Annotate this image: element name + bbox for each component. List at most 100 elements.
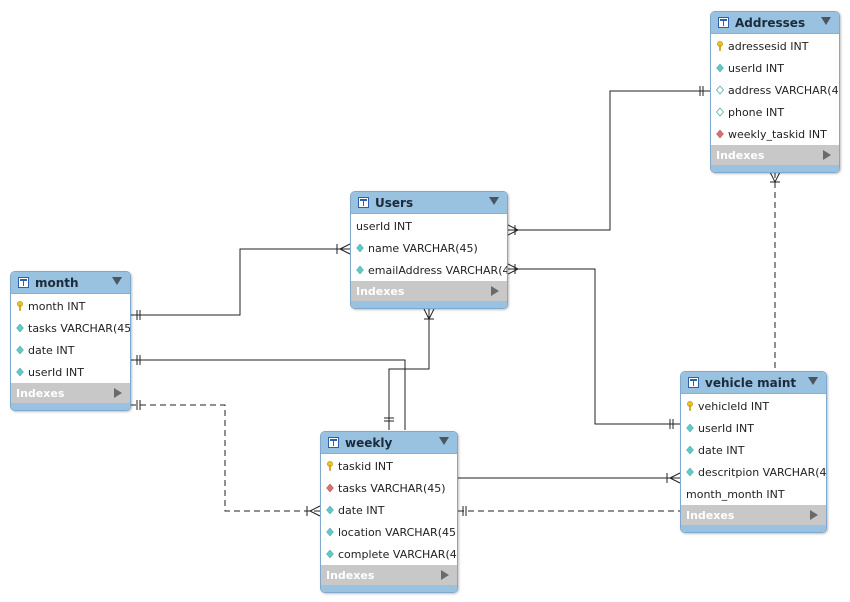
column-label: phone INT — [728, 105, 785, 119]
column-label: weekly_taskid INT — [728, 127, 827, 141]
column-row[interactable]: userId INT — [711, 57, 839, 79]
column-diamond-icon — [716, 63, 724, 73]
column-row[interactable]: userId INT — [681, 417, 826, 439]
column-row[interactable]: weekly_taskid INT — [711, 123, 839, 145]
column-row[interactable]: complete VARCHAR(45) — [321, 543, 457, 565]
column-row[interactable]: userId INT — [351, 215, 507, 237]
column-diamond-icon — [686, 423, 694, 433]
table-name: Users — [375, 195, 414, 210]
relationship-users-addresses[interactable] — [507, 86, 710, 236]
table-name: Addresses — [735, 15, 806, 30]
collapse-arrow-icon[interactable] — [439, 437, 449, 445]
foreign-key-icon — [326, 483, 334, 493]
table-users[interactable]: Users userId INT name VARCHAR(45) emailAddr… — [350, 191, 508, 309]
relationship-weekly-vehicle[interactable] — [458, 472, 681, 484]
table-name: vehicle maint — [705, 375, 797, 390]
column-label: userId INT — [28, 365, 84, 379]
column-diamond-icon — [326, 549, 334, 559]
column-label: userId INT — [728, 61, 784, 75]
table-header[interactable]: vehicle maint — [681, 372, 826, 394]
expand-arrow-icon[interactable] — [491, 286, 499, 296]
primary-key-icon — [686, 401, 694, 411]
table-header[interactable]: month — [11, 272, 130, 294]
column-label: userId INT — [698, 421, 754, 435]
column-label: month INT — [28, 299, 86, 313]
relationship-weekly-vehicle-dashed[interactable] — [458, 506, 680, 516]
indexes-section[interactable]: Indexes — [351, 281, 507, 301]
column-list: userId INT name VARCHAR(45) emailAddress V… — [351, 214, 507, 281]
column-label: date INT — [28, 343, 75, 357]
column-diamond-icon — [16, 345, 24, 355]
expand-arrow-icon[interactable] — [114, 388, 122, 398]
relationship-month-users[interactable] — [130, 243, 351, 320]
column-label: emailAddress VARCHAR(45) — [368, 263, 508, 277]
table-addresses[interactable]: Addresses adressesid INT userId INT address… — [710, 11, 840, 173]
column-diamond-icon — [16, 367, 24, 377]
collapse-arrow-icon[interactable] — [808, 377, 818, 385]
column-label: complete VARCHAR(45) — [338, 547, 458, 561]
column-row[interactable]: location VARCHAR(45) — [321, 521, 457, 543]
indexes-section[interactable]: Indexes — [681, 505, 826, 525]
primary-key-icon — [16, 301, 24, 311]
column-diamond-icon — [356, 265, 364, 275]
column-diamond-icon — [686, 445, 694, 455]
column-row[interactable]: month_month INT — [681, 483, 826, 505]
relationship-users-vehicle[interactable] — [507, 263, 680, 429]
table-icon — [718, 17, 729, 28]
column-row[interactable]: tasks VARCHAR(45) — [321, 477, 457, 499]
column-diamond-icon — [16, 323, 24, 333]
column-row[interactable]: phone INT — [711, 101, 839, 123]
column-label: tasks VARCHAR(45) — [28, 321, 131, 335]
table-icon — [688, 377, 699, 388]
table-footer — [351, 301, 507, 308]
column-row[interactable]: emailAddress VARCHAR(45) — [351, 259, 507, 281]
column-diamond-icon — [326, 527, 334, 537]
collapse-arrow-icon[interactable] — [821, 17, 831, 25]
column-row[interactable]: month INT — [11, 295, 130, 317]
column-row[interactable]: date INT — [11, 339, 130, 361]
column-diamond-icon — [356, 243, 364, 253]
expand-arrow-icon[interactable] — [810, 510, 818, 520]
column-label: descritpion VARCHAR(45) — [698, 465, 827, 479]
column-row[interactable]: tasks VARCHAR(45) — [11, 317, 130, 339]
column-label: month_month INT — [686, 487, 785, 501]
indexes-section[interactable]: Indexes — [11, 383, 130, 403]
expand-arrow-icon[interactable] — [823, 150, 831, 160]
column-row[interactable]: date INT — [681, 439, 826, 461]
column-list: month INT tasks VARCHAR(45) date INT userId… — [11, 294, 130, 383]
column-row[interactable]: date INT — [321, 499, 457, 521]
indexes-section[interactable]: Indexes — [711, 145, 839, 165]
column-label: name VARCHAR(45) — [368, 241, 478, 255]
column-diamond-icon — [686, 467, 694, 477]
column-row[interactable]: adressesid INT — [711, 35, 839, 57]
table-month[interactable]: month month INT tasks VARCHAR(45) date INT u… — [10, 271, 131, 411]
column-row[interactable]: taskid INT — [321, 455, 457, 477]
expand-arrow-icon[interactable] — [441, 570, 449, 580]
indexes-section[interactable]: Indexes — [321, 565, 457, 585]
table-icon — [328, 437, 339, 448]
nullable-column-icon — [716, 107, 724, 117]
column-list: adressesid INT userId INT address VARCHAR(… — [711, 34, 839, 145]
column-label: date INT — [338, 503, 385, 517]
primary-key-icon — [716, 41, 724, 51]
table-header[interactable]: Addresses — [711, 12, 839, 34]
relationship-users-weekly[interactable] — [384, 308, 435, 430]
column-row[interactable]: name VARCHAR(45) — [351, 237, 507, 259]
relationship-month-weekly-dashed[interactable] — [130, 400, 321, 517]
table-header[interactable]: weekly — [321, 432, 457, 454]
collapse-arrow-icon[interactable] — [489, 197, 499, 205]
table-footer — [321, 585, 457, 592]
table-footer — [681, 525, 826, 532]
relationship-month-weekly[interactable] — [130, 355, 406, 430]
relationship-vehicle-addresses-dashed[interactable] — [769, 171, 781, 370]
table-header[interactable]: Users — [351, 192, 507, 214]
column-label: adressesid INT — [728, 39, 809, 53]
column-row[interactable]: userId INT — [11, 361, 130, 383]
table-vehicle-maint[interactable]: vehicle maint vehicleId INT userId INT date… — [680, 371, 827, 533]
column-row[interactable]: address VARCHAR(45) — [711, 79, 839, 101]
collapse-arrow-icon[interactable] — [112, 277, 122, 285]
column-row[interactable]: vehicleId INT — [681, 395, 826, 417]
column-row[interactable]: descritpion VARCHAR(45) — [681, 461, 826, 483]
